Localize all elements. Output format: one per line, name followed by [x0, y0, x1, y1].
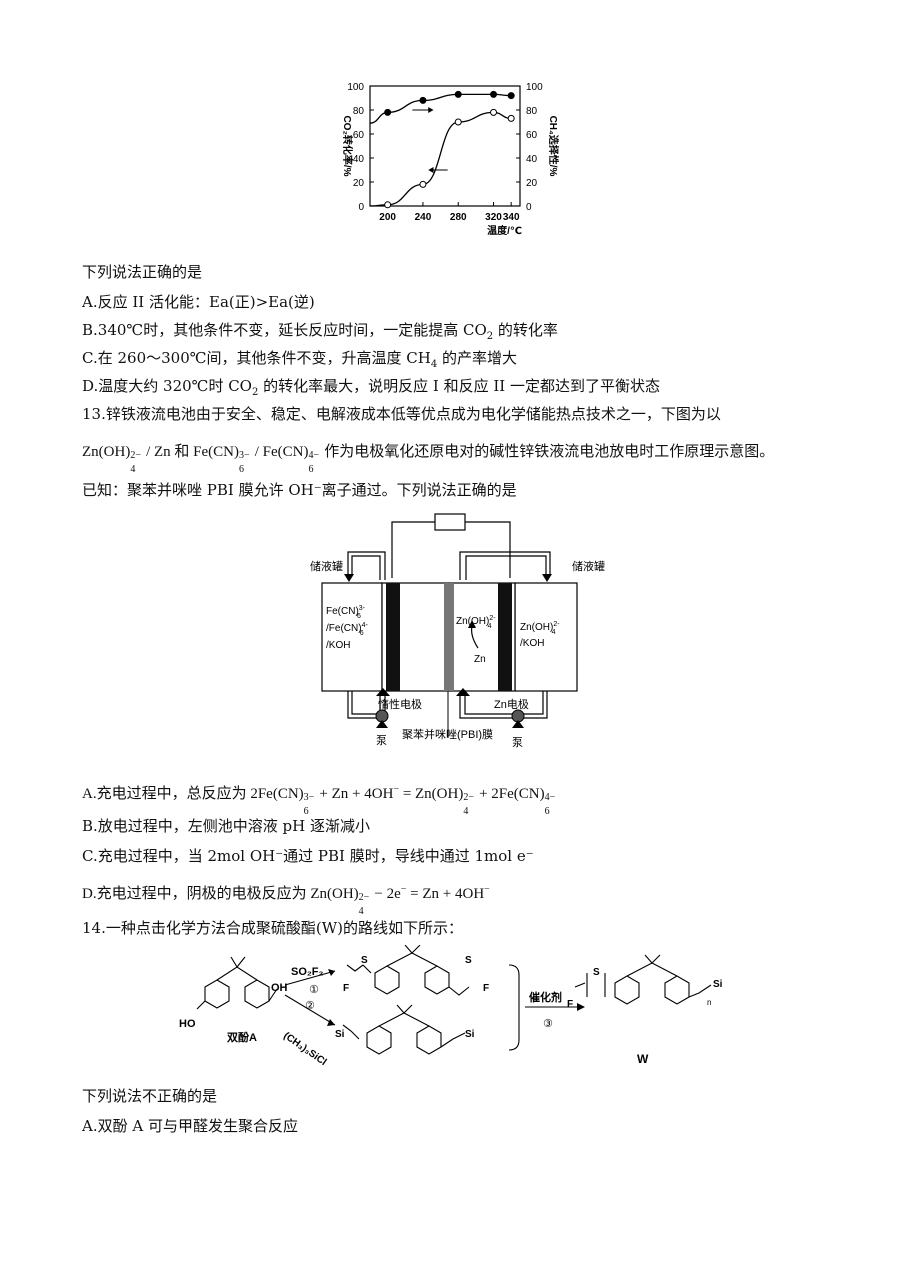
data-point [454, 90, 462, 98]
si-label-right: Si [465, 1029, 475, 1040]
data-point [419, 180, 427, 188]
q12-option-d: D.温度大约 320℃时 CO2 的转化率最大，说明反应 I 和反应 II 一定… [82, 377, 660, 398]
data-point [454, 118, 462, 126]
y-left-axis-label: CO₂转化率/% [341, 115, 354, 176]
left-tank-text-3: /KOH [326, 640, 350, 651]
f-label-left: F [343, 983, 349, 994]
data-point [419, 96, 427, 104]
data-point [507, 114, 515, 122]
synthesis-scheme: HO OH 双酚A SO₂F₂ ① ② (CH₃)₃SiCl F S S F S… [179, 945, 723, 1068]
left-storage-tank [321, 582, 383, 692]
q13-stem-line1: 13.锌铁液流电池由于安全、稳定、电解液成本低等优点成为电化学储能热点技术之一，… [82, 405, 721, 423]
s-label-w: S [593, 967, 600, 978]
q13-option-d: D.充电过程中，阴极的电极反应为 Zn(OH)2−4 − 2e− = Zn + … [82, 884, 490, 917]
q13-option-c: C.充电过程中，当 2mol OH⁻通过 PBI 膜时，导线中通过 1mol e… [82, 847, 534, 865]
product-w-label: W [637, 1052, 649, 1066]
left-tank-text-1: Fe(CN)3-6 [326, 605, 366, 620]
q14-stem: 14.一种点击化学方法合成聚硫酸酯(W)的路线如下所示： [82, 919, 463, 937]
x-tick-label: 280 [450, 212, 467, 223]
reagent-tmscl: (CH₃)₃SiCl [281, 1030, 328, 1068]
q12-option-c: C.在 260～300℃间，其他条件不变，升高温度 CH4 的产率增大 [82, 349, 518, 370]
step-1-label: ① [309, 984, 319, 996]
right-tank-text-1: Zn(OH)2-4 [520, 621, 560, 636]
q13-option-a: A.充电过程中，总反应为 2Fe(CN)3−6 + Zn + 4OH− = Zn… [82, 784, 556, 817]
y-right-tick-label: 40 [526, 154, 538, 165]
right-pump-label: 泵 [512, 736, 523, 749]
y-right-tick-label: 0 [526, 202, 532, 213]
left-tank-text-2: /Fe(CN)4-6 [326, 622, 368, 637]
y-left-tick-label: 0 [358, 202, 364, 213]
right-tank-label: 储液罐 [572, 559, 605, 573]
bpa-label: 双酚A [227, 1030, 257, 1044]
right-storage-tank [514, 582, 578, 692]
q13-stem-line3: 已知：聚苯并咪唑 PBI 膜允许 OH⁻离子通过。下列说法正确的是 [82, 481, 517, 499]
left-axis-arrowhead [428, 167, 434, 173]
inert-electrode-label: 惰性电极 [378, 697, 422, 711]
oh-label: OH [271, 982, 288, 994]
data-point [507, 92, 515, 100]
y-left-tick-label: 20 [353, 178, 365, 189]
si-label-left: Si [335, 1029, 345, 1040]
q14-question-stem: 下列说法不正确的是 [82, 1087, 218, 1105]
plot-frame [369, 85, 521, 207]
mid-zn-label: Zn [474, 654, 486, 665]
load-resistor-icon [434, 513, 466, 531]
series-line-2 [369, 111, 512, 207]
q12-option-b: B.340℃时，其他条件不变，延长反应时间，一定能提高 CO2 的转化率 [82, 321, 558, 342]
data-point [384, 108, 392, 116]
q12-stem: 下列说法正确的是 [82, 263, 203, 281]
emphasis-not-correct: 不正确 [142, 1087, 188, 1105]
inert-electrode [386, 583, 400, 691]
catalyst-label: 催化剂 [529, 990, 562, 1004]
f-label-right: F [483, 983, 489, 994]
pbi-membrane [444, 583, 454, 691]
data-point [490, 90, 498, 98]
s-label-left: S [361, 955, 368, 966]
y-right-axis-label: CH₄选择性/% [547, 116, 560, 177]
q13-stem-line2: Zn(OH)2−4 / Zn 和 Fe(CN)3−6 / Fe(CN)4−6 作… [82, 444, 775, 475]
x-tick-label: 340 [503, 212, 520, 223]
si-label-w: Si [713, 979, 723, 990]
left-tank-label: 储液罐 [310, 559, 343, 573]
n-label-w: n [707, 998, 711, 1007]
x-tick-label: 240 [415, 212, 432, 223]
mid-zincate-label: Zn(OH)2-4 [456, 615, 496, 630]
y-left-tick-label: 40 [353, 154, 365, 165]
q14-option-a: A.双酚 A 可与甲醛发生聚合反应 [82, 1117, 298, 1135]
x-tick-label: 200 [379, 212, 396, 223]
q12-option-a: A.反应 II 活化能：Ea(正)>Ea(逆) [82, 293, 315, 311]
s-label-right: S [465, 955, 472, 966]
y-left-tick-label: 80 [353, 106, 365, 117]
y-right-tick-label: 100 [526, 82, 543, 93]
left-pump-label: 泵 [376, 734, 387, 747]
step-3-label: ③ [543, 1018, 553, 1030]
step-2-label: ② [305, 1000, 315, 1012]
data-point [490, 108, 498, 116]
y-right-tick-label: 20 [526, 178, 538, 189]
zn-electrode [498, 583, 512, 691]
y-right-tick-label: 80 [526, 106, 538, 117]
membrane-label: 聚苯并咪唑(PBI)膜 [402, 727, 493, 741]
right-tank-text-2: /KOH [520, 638, 544, 649]
flow-battery-diagram: 储液罐 储液罐 Fe(CN)3-6 /Fe(CN)4-6 /KOH Zn(OH)… [310, 513, 605, 749]
y-left-tick-label: 60 [353, 130, 365, 141]
data-point [384, 201, 392, 209]
q13-option-b: B.放电过程中，左侧池中溶液 pH 逐渐减小 [82, 817, 371, 835]
x-axis-label: 温度/℃ [487, 224, 522, 237]
y-left-tick-label: 100 [347, 82, 364, 93]
x-tick-label: 320 [485, 212, 502, 223]
y-right-tick-label: 60 [526, 130, 538, 141]
right-axis-arrowhead [428, 107, 434, 113]
reagent-so2f2: SO₂F₂ [291, 966, 324, 978]
ho-label: HO [179, 1018, 196, 1030]
f-label-w: F [567, 999, 573, 1010]
zn-electrode-label: Zn电极 [494, 697, 529, 711]
series-line-1 [369, 93, 512, 124]
